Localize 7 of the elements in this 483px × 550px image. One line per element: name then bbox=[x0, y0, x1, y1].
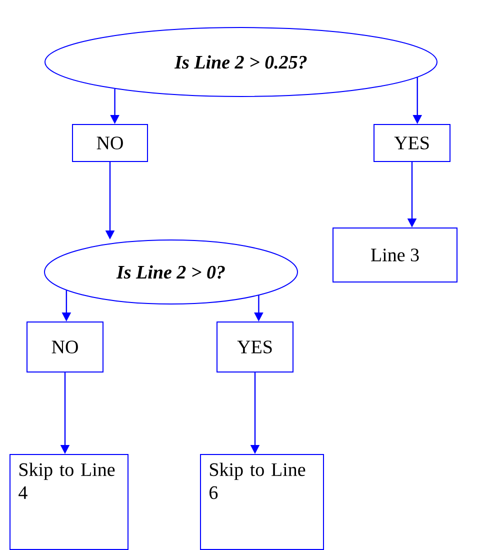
answer-box: NO bbox=[72, 124, 148, 162]
answer-box: YES bbox=[216, 322, 294, 372]
answer-box: Line 3 bbox=[332, 228, 458, 282]
process-box: Skip to Line 6 bbox=[200, 454, 324, 550]
process-box: Skip to Line 4 bbox=[10, 454, 128, 550]
answer-box: YES bbox=[374, 124, 450, 162]
answer-box: NO bbox=[26, 322, 104, 372]
